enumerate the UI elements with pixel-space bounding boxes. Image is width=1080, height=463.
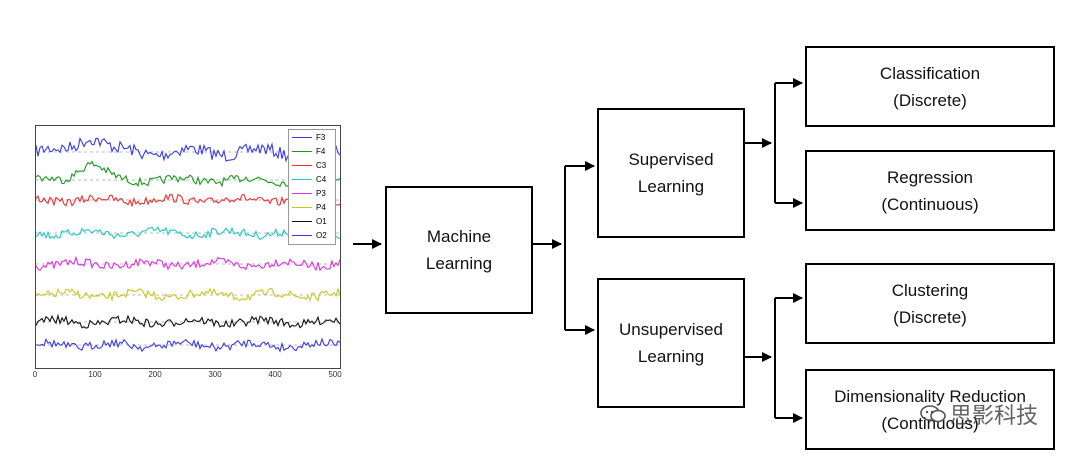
supervised-learning-node: Supervised Learning <box>597 108 745 238</box>
eeg-legend: F3 F4 C3 C4 P3 P4 O1 O2 <box>288 129 336 245</box>
legend-entry-f3: F3 <box>289 130 335 144</box>
legend-swatch <box>292 136 312 138</box>
unsupervised-learning-node: Unsupervised Learning <box>597 278 745 408</box>
node-label-line: (Discrete) <box>893 90 967 110</box>
watermark: 思影科技 <box>920 398 1038 430</box>
x-tick-label: 200 <box>148 370 162 379</box>
eeg-trace-p4 <box>35 286 341 303</box>
node-label-line: Learning <box>637 177 705 196</box>
x-tick-label: 500 <box>328 370 342 379</box>
node-label-line: Supervised <box>628 150 714 169</box>
x-tick-label: 300 <box>208 370 222 379</box>
legend-label: O2 <box>316 230 327 240</box>
eeg-trace-p3 <box>35 255 341 272</box>
legend-entry-c4: C4 <box>289 172 335 186</box>
node-label-line: Learning <box>637 347 705 366</box>
legend-entry-o2: O2 <box>289 228 335 242</box>
legend-label: F3 <box>316 132 326 142</box>
legend-entry-c3: C3 <box>289 158 335 172</box>
legend-entry-p4: P4 <box>289 200 335 214</box>
node-label-line: (Continuous) <box>881 413 979 433</box>
legend-swatch <box>292 164 312 166</box>
legend-label: P3 <box>316 188 326 198</box>
x-tick-label: 100 <box>88 370 102 379</box>
node-label-line: (Discrete) <box>893 307 967 327</box>
node-label-line: (Continuous) <box>881 194 979 214</box>
legend-swatch <box>292 150 312 152</box>
legend-swatch <box>292 234 312 236</box>
node-label-line: Regression <box>887 167 973 187</box>
legend-label: C3 <box>316 160 327 170</box>
node-label-line: Clustering <box>891 280 969 300</box>
node-label-line: Learning <box>425 254 493 273</box>
classification-node: Classification (Discrete) <box>805 46 1055 127</box>
eeg-plot <box>35 125 341 369</box>
legend-label: F4 <box>316 146 326 156</box>
machine-learning-node: Machine Learning <box>385 186 533 314</box>
node-label-line: Classification <box>879 63 981 83</box>
regression-node: Regression (Continuous) <box>805 150 1055 231</box>
legend-entry-o1: O1 <box>289 214 335 228</box>
legend-entry-p3: P3 <box>289 186 335 200</box>
x-tick-label: 0 <box>32 370 38 379</box>
legend-swatch <box>292 178 312 180</box>
clustering-node: Clustering (Discrete) <box>805 263 1055 344</box>
legend-swatch <box>292 206 312 208</box>
eeg-trace-o2 <box>35 337 341 353</box>
connectors <box>353 78 803 423</box>
watermark-text: 思影科技 <box>950 404 1039 429</box>
legend-label: C4 <box>316 174 327 184</box>
eeg-traces <box>35 136 341 353</box>
node-label-line: Unsupervised <box>619 320 723 339</box>
wechat-icon <box>920 405 946 423</box>
dimensionality-reduction-node: Dimensionality Reduction (Continuous) <box>805 369 1055 450</box>
legend-entry-f4: F4 <box>289 144 335 158</box>
eeg-trace-o1 <box>35 313 341 329</box>
legend-swatch <box>292 220 312 222</box>
legend-swatch <box>292 192 312 194</box>
legend-label: O1 <box>316 216 327 226</box>
x-tick-label: 400 <box>268 370 282 379</box>
legend-label: P4 <box>316 202 326 212</box>
node-label-line: Dimensionality Reduction <box>834 386 1026 406</box>
node-label-line: Machine <box>426 227 492 246</box>
